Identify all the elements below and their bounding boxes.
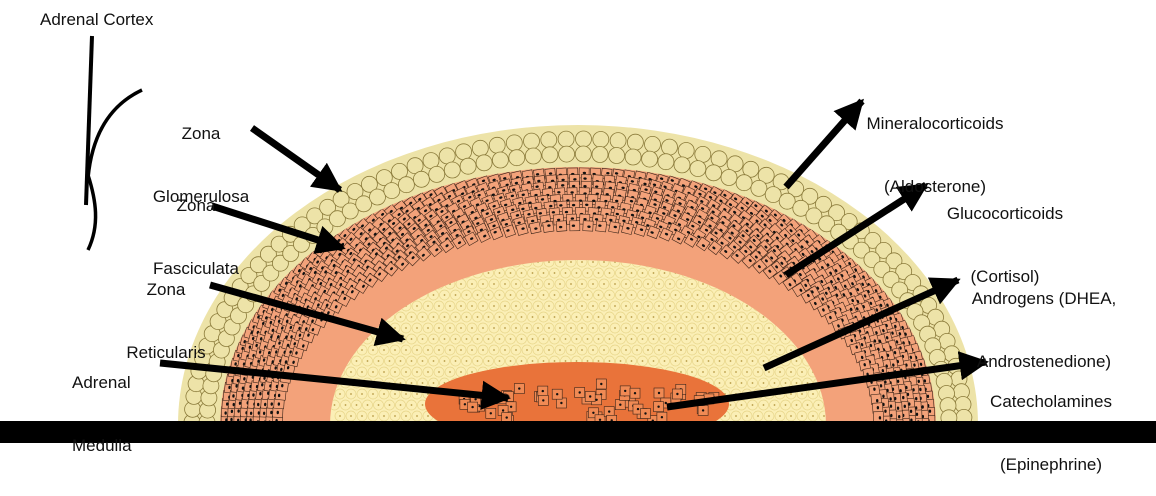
zona-reticularis-line-1: Zona <box>106 279 226 300</box>
adrenal-medulla-line-1: Adrenal <box>72 372 132 393</box>
androgens-line-1: Androgens (DHEA, <box>960 288 1128 309</box>
adrenal-medulla-label: Adrenal Medulla <box>72 330 132 477</box>
cortex-bracket-curve-bottom <box>88 175 96 250</box>
zona-glomerulosa-line-1: Zona <box>138 123 264 144</box>
arrow-zona-glomerulosa <box>252 128 340 190</box>
adrenal-cortex-label: Adrenal Cortex <box>40 9 153 30</box>
zona-fasciculata-line-1: Zona <box>136 195 256 216</box>
catecholamines-line-1: Catecholamines <box>976 391 1126 412</box>
mineralocorticoids-line-1: Mineralocorticoids <box>850 113 1020 134</box>
adrenal-medulla-line-2: Medulla <box>72 435 132 456</box>
glucocorticoids-line-1: Glucocorticoids <box>935 203 1075 224</box>
catecholamines-line-2: (Epinephrine) <box>976 454 1126 475</box>
catecholamines-label: Catecholamines (Epinephrine) <box>976 349 1126 496</box>
cortex-bracket-curve-top <box>88 90 142 178</box>
